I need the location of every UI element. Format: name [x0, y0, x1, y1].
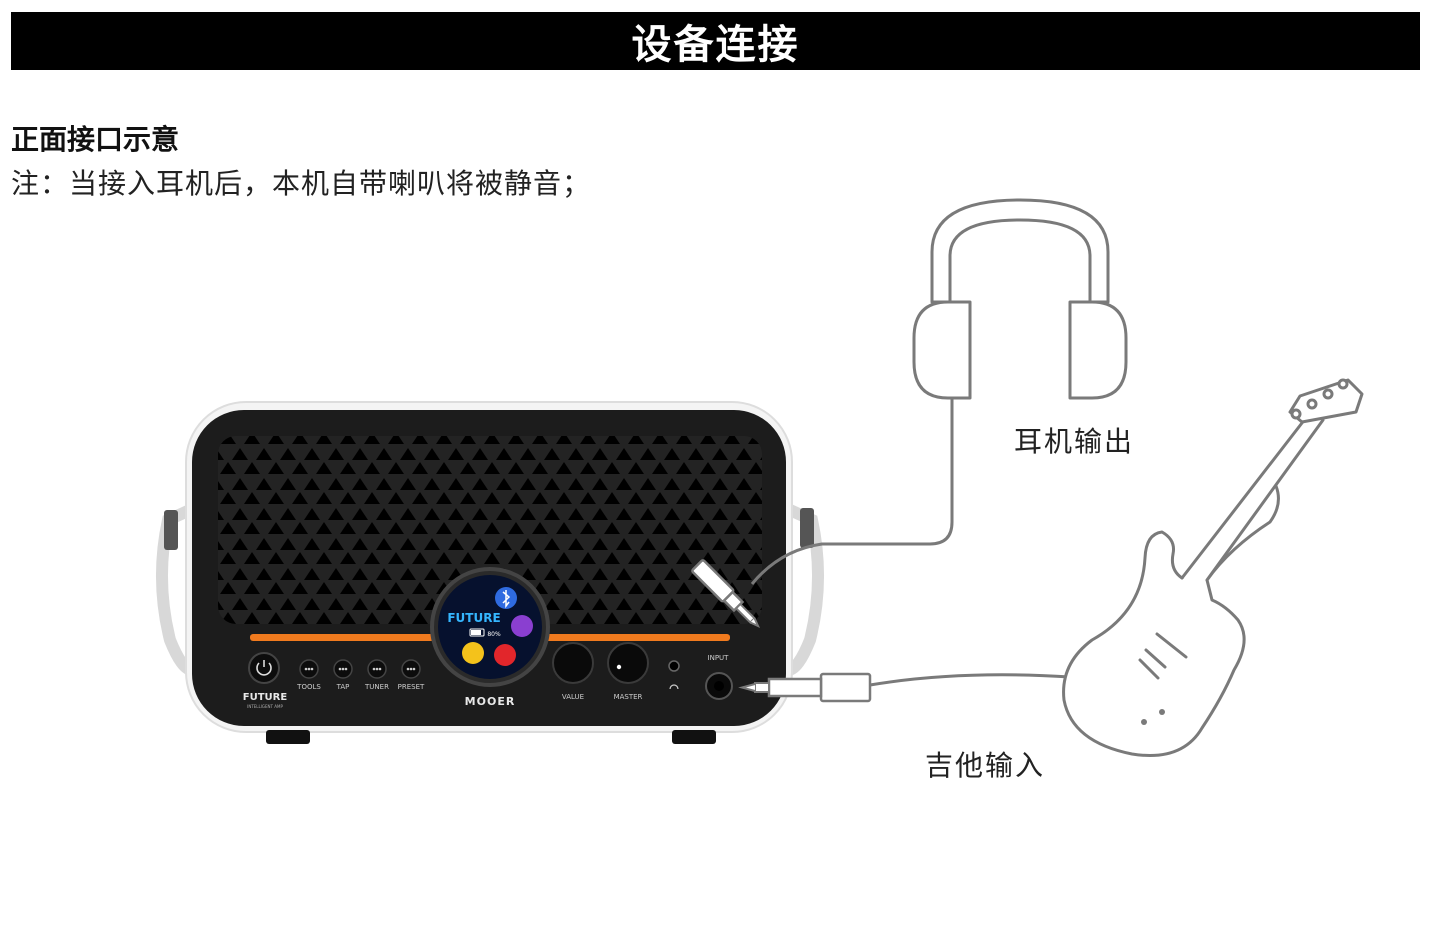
page-title: 设备连接 — [11, 12, 1420, 70]
power-icon — [256, 662, 272, 676]
screen-battery: 80% — [487, 631, 501, 638]
guitar-input-jack[interactable] — [705, 672, 733, 700]
headphone-cable — [750, 398, 954, 585]
guitar-knob — [1141, 719, 1147, 725]
model-label: FUTURE — [243, 692, 288, 703]
guitar-plug-icon — [738, 672, 872, 703]
input-label: INPUT — [708, 654, 730, 662]
button-tuner[interactable] — [367, 659, 387, 679]
button-tap[interactable] — [333, 659, 353, 679]
knob-label-master: MASTER — [614, 693, 643, 701]
guitar-icon — [1062, 378, 1364, 758]
screen-app-red — [494, 644, 516, 666]
amp-handle-right — [786, 504, 824, 676]
headphone-jack[interactable] — [668, 660, 680, 690]
knob-label-value: VALUE — [562, 693, 584, 701]
button-preset[interactable] — [401, 659, 421, 679]
power-button[interactable] — [248, 652, 280, 684]
master-knob[interactable] — [607, 642, 649, 684]
button-label-tap: TAP — [336, 683, 350, 691]
amp-foot-right — [672, 730, 716, 744]
callout-guitar-in: 吉他输入 — [925, 749, 1046, 782]
screen-title: FUTURE — [447, 611, 500, 625]
headphone-jack-icon — [669, 684, 679, 690]
amp-foot-left — [266, 730, 310, 744]
button-label-tuner: TUNER — [364, 683, 389, 691]
amp-handle-left — [156, 504, 194, 676]
headphones-icon — [912, 198, 1128, 400]
value-knob[interactable] — [552, 642, 594, 684]
guitar-knob — [1159, 709, 1165, 715]
button-label-preset: PRESET — [398, 683, 425, 691]
button-label-tools: TOOLS — [296, 683, 321, 691]
model-sub-label: INTELLIGENT AMP — [247, 704, 283, 709]
callout-headphone-out: 耳机输出 — [1014, 425, 1135, 458]
button-tools[interactable] — [299, 659, 319, 679]
speaker-grill — [218, 436, 762, 624]
headphone-plug-icon — [691, 559, 761, 629]
note-text: 注：当接入耳机后，本机自带喇叭将被静音； — [11, 167, 592, 200]
brand-logo: MOOER — [465, 695, 516, 708]
guitar-cable — [869, 673, 1071, 687]
screen-app-purple — [511, 615, 533, 637]
section-heading: 正面接口示意 — [11, 123, 180, 156]
touch-screen[interactable]: FUTURE 80% — [430, 567, 550, 687]
screen-app-yellow — [462, 642, 484, 664]
